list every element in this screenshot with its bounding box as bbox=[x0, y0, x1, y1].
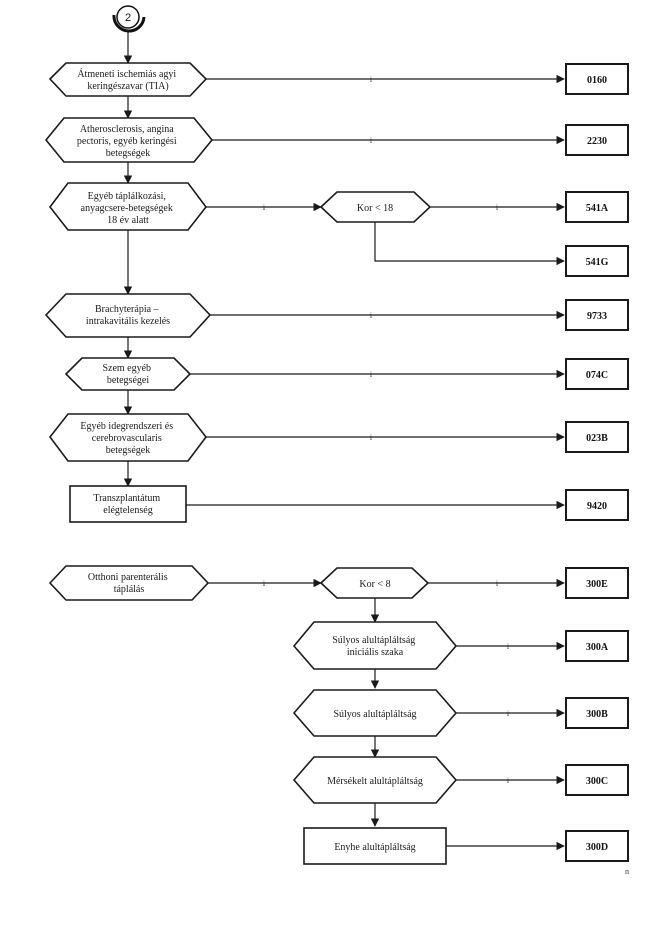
code-9420: 9420 bbox=[565, 489, 629, 521]
flow-nodes: Átmeneti ischemiás agyi keringészavar (T… bbox=[44, 62, 458, 865]
node-brachy-label: Brachyterápia – intrakavitális kezelés bbox=[86, 304, 170, 327]
node-kor8-label: Kor < 8 bbox=[359, 579, 390, 590]
node-szem-label: Szem egyéb betegségei bbox=[102, 363, 153, 386]
node-transz: Transzplantátum elégtelenség bbox=[69, 485, 187, 523]
svg-text:300E: 300E bbox=[586, 579, 608, 590]
condition-label: i bbox=[507, 709, 510, 718]
code-300B: 300B bbox=[565, 697, 629, 729]
svg-text:023B: 023B bbox=[586, 433, 608, 444]
node-sulyos: Súlyos alultápláltság bbox=[292, 689, 458, 737]
svg-text:300C: 300C bbox=[586, 776, 608, 787]
code-9733: 9733 bbox=[565, 299, 629, 331]
node-sulyos-ini: Súlyos alultápláltság iniciális szaka bbox=[292, 621, 458, 670]
svg-text:074C: 074C bbox=[586, 370, 608, 381]
node-kor8: Kor < 8 bbox=[319, 567, 430, 599]
svg-text:9733: 9733 bbox=[587, 311, 607, 322]
node-otthoni-label: Otthoni parenterális táplálás bbox=[88, 572, 170, 595]
svg-text:541G: 541G bbox=[586, 257, 609, 268]
code-300C: 300C bbox=[565, 764, 629, 796]
condition-label: i bbox=[263, 203, 266, 212]
condition-label: i bbox=[263, 579, 266, 588]
node-merseklet-label: Mérsékelt alultápláltság bbox=[327, 776, 423, 787]
code-2230: 2230 bbox=[565, 124, 629, 156]
code-023B: 023B bbox=[565, 421, 629, 453]
condition-label: i bbox=[507, 776, 510, 785]
code-300E: 300E bbox=[565, 567, 629, 599]
code-300A: 300A bbox=[565, 630, 629, 662]
node-enyhe-label: Enyhe alultápláltság bbox=[334, 842, 415, 853]
node-tia-label: Átmeneti ischemiás agyi keringészavar (T… bbox=[77, 68, 178, 92]
node-brachy: Brachyterápia – intrakavitális kezelés bbox=[44, 293, 212, 338]
node-athero-label: Atherosclerosis, angina pectoris, egyéb … bbox=[77, 124, 179, 159]
node-kor18: Kor < 18 bbox=[319, 191, 432, 223]
node-transz-label: Transzplantátum elégtelenség bbox=[93, 493, 162, 516]
edge-kor18-541G bbox=[374, 222, 565, 266]
node-sulyos-ini-label: Súlyos alultápláltság iniciális szaka bbox=[332, 635, 418, 658]
svg-text:300B: 300B bbox=[586, 709, 608, 720]
node-sulyos-label: Súlyos alultápláltság bbox=[333, 709, 416, 720]
code-541A: 541A bbox=[565, 191, 629, 223]
footnote-mark: n bbox=[625, 867, 629, 876]
flow-edges bbox=[123, 31, 565, 851]
code-boxes: 0160 2230 541A 541G 9733 074C 023B 9420 bbox=[565, 63, 629, 862]
node-ideg-label: Egyéb idegrendszeri és cerebrovascularis… bbox=[80, 421, 175, 456]
node-ideg: Egyéb idegrendszeri és cerebrovascularis… bbox=[48, 413, 208, 462]
svg-text:300A: 300A bbox=[586, 642, 609, 653]
node-taplalkozasi: Egyéb táplálkozási, anyagcsere-betegsége… bbox=[48, 182, 208, 231]
connector-label: 2 bbox=[125, 12, 131, 24]
condition-label: i bbox=[496, 579, 499, 588]
node-athero: Atherosclerosis, angina pectoris, egyéb … bbox=[44, 117, 214, 163]
condition-labels: i i i i i i i i i i i i bbox=[263, 75, 510, 785]
node-enyhe: Enyhe alultápláltság bbox=[303, 827, 447, 865]
condition-label: i bbox=[370, 136, 373, 145]
node-kor18-label: Kor < 18 bbox=[357, 203, 393, 214]
svg-text:9420: 9420 bbox=[587, 501, 607, 512]
node-otthoni: Otthoni parenterális táplálás bbox=[48, 565, 210, 601]
node-tia: Átmeneti ischemiás agyi keringészavar (T… bbox=[48, 62, 208, 97]
condition-label: i bbox=[370, 311, 373, 320]
svg-text:2230: 2230 bbox=[587, 136, 607, 147]
code-074C: 074C bbox=[565, 358, 629, 390]
node-merseklet: Mérsékelt alultápláltság bbox=[292, 756, 458, 804]
svg-text:541A: 541A bbox=[586, 203, 609, 214]
code-0160: 0160 bbox=[565, 63, 629, 95]
connector-2: 2 bbox=[112, 5, 146, 33]
condition-label: i bbox=[496, 203, 499, 212]
node-szem: Szem egyéb betegségei bbox=[64, 357, 192, 391]
code-541G: 541G bbox=[565, 245, 629, 277]
condition-label: i bbox=[507, 642, 510, 651]
svg-text:300D: 300D bbox=[586, 842, 608, 853]
node-taplalkozasi-label: Egyéb táplálkozási, anyagcsere-betegsége… bbox=[81, 191, 176, 226]
condition-label: i bbox=[370, 75, 373, 84]
svg-text:0160: 0160 bbox=[587, 75, 607, 86]
code-300D: 300D bbox=[565, 830, 629, 862]
condition-label: i bbox=[370, 370, 373, 379]
condition-label: i bbox=[370, 433, 373, 442]
